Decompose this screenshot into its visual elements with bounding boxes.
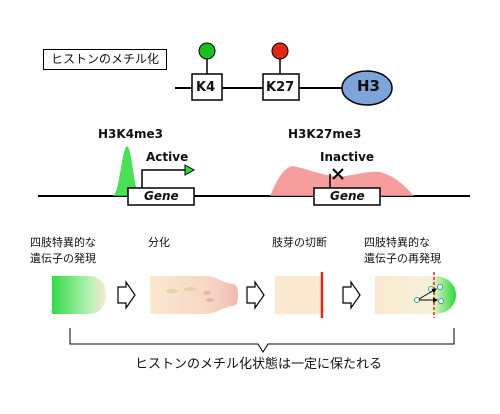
- limb-detail: [184, 287, 196, 291]
- differentiated-limb: [150, 276, 238, 314]
- migration-arrow: [418, 288, 437, 300]
- active-gene-label: Gene: [144, 189, 179, 203]
- k27-label: K27: [266, 80, 295, 95]
- process-arrow-icon: [342, 280, 361, 310]
- limb-detail: [203, 291, 211, 295]
- cell-dot: [437, 284, 443, 290]
- inactive-label: Inactive: [320, 150, 375, 164]
- histone-methylation-legend: ヒストンのメチル化: [43, 49, 167, 70]
- inactive-gene-label: Gene: [330, 189, 365, 203]
- conclusion-text: ヒストンのメチル化状態は一定に保たれる: [135, 357, 383, 372]
- regenerating-limb: [375, 276, 456, 314]
- active-label: Active: [146, 150, 189, 164]
- h3-label: H3: [357, 77, 380, 95]
- k4-methyl-mark: [198, 42, 216, 60]
- k27-methyl-mark: [271, 42, 289, 60]
- process-arrow-icon: [246, 280, 265, 310]
- amputated-limb: [275, 276, 323, 314]
- active-gene-box: [127, 187, 195, 206]
- limb-detail: [166, 289, 178, 293]
- k4-box: [191, 73, 223, 101]
- process-arrow-icon: [117, 280, 136, 310]
- step-differentiation-label: 分化: [148, 236, 170, 249]
- h3k27me3-label: H3K27me3: [288, 127, 362, 141]
- k27-box: [262, 73, 300, 101]
- limb-detail: [206, 298, 214, 302]
- active-arrow-head: [184, 164, 196, 176]
- h3k4me3-label: H3K4me3: [98, 127, 164, 141]
- cell-dot: [414, 297, 420, 303]
- h3-protein: [341, 70, 393, 106]
- limb-bud-expression: [52, 276, 106, 314]
- h3k4me3-peak: [112, 146, 150, 196]
- blocked-icon: [332, 168, 344, 180]
- active-tss-line: [141, 169, 185, 188]
- k4-label: K4: [196, 80, 216, 95]
- step-expression-label: 四肢特異的な 遺伝子の発現: [30, 236, 96, 265]
- cell-dot: [438, 298, 444, 304]
- step-amputation-label: 肢芽の切断: [272, 236, 327, 249]
- step-reexpression-label: 四肢特異的な 遺伝子の再発現: [364, 236, 441, 265]
- bracket: [69, 328, 455, 353]
- inactive-gene-box: [313, 187, 381, 206]
